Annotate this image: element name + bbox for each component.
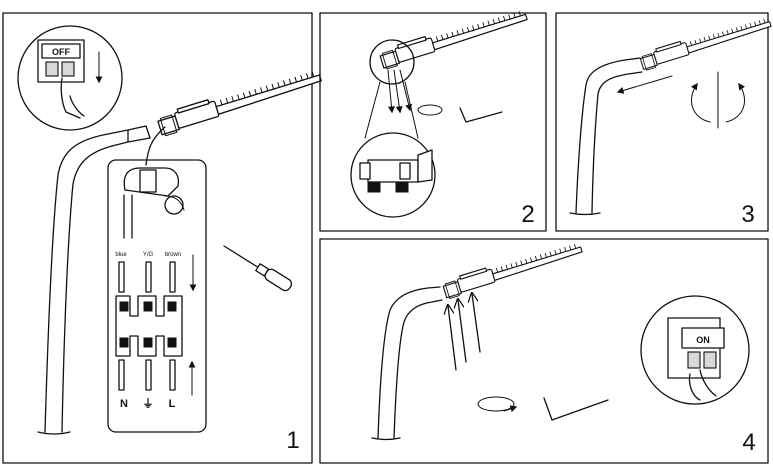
pole-1 (37, 125, 151, 435)
switch-label-on: ON (696, 335, 710, 345)
panel-1: OFF blue Y/G brown (2, 12, 324, 464)
pole-3 (569, 57, 643, 216)
wire-label-blue: blue (115, 252, 127, 258)
terminal-label-n: N (120, 398, 128, 410)
panel-number-2: 2 (521, 201, 534, 228)
panel-2-frame (319, 12, 547, 232)
rotate-icon (417, 104, 443, 116)
fixing-screws-callout (350, 132, 436, 218)
push-left-arrow-icon (616, 75, 673, 94)
panel-2: 2 (319, 6, 547, 232)
supply-cable (145, 126, 166, 166)
panel-number-1: 1 (286, 427, 299, 454)
panel-1-frame (2, 12, 313, 464)
panel-number-4: 4 (742, 429, 755, 456)
lamp-head-4 (441, 239, 585, 300)
pole-4 (371, 286, 443, 441)
panel-3-frame (555, 12, 769, 232)
breaker-off-callout: OFF (17, 25, 123, 131)
breaker-on-callout: ON (640, 295, 750, 405)
panel-3: 3 (555, 12, 773, 232)
screwdriver-icon (223, 245, 293, 292)
lamp-head-3 (638, 14, 773, 72)
wire-label-brown: brown (165, 252, 181, 258)
lamp-head-2 (377, 6, 530, 71)
switch-label-off: OFF (52, 47, 70, 57)
rotate-icon-4 (477, 396, 515, 412)
panel-4-frame (319, 238, 769, 464)
lamp-head-1 (155, 65, 324, 138)
push-up-arrows-icon (448, 294, 481, 371)
panel-4: ON 4 (319, 238, 769, 464)
terminal-label-earth: ⏚ (143, 397, 154, 410)
terminal-label-l: L (169, 398, 176, 410)
wire-label-yg: Y/G (143, 252, 154, 258)
tilt-rotation-icon (690, 71, 746, 129)
wiring-card: blue Y/G brown N ⏚ L (107, 159, 207, 433)
hex-key-icon-4 (543, 397, 609, 421)
hex-key-icon (459, 107, 503, 123)
panel-number-3: 3 (741, 201, 754, 228)
